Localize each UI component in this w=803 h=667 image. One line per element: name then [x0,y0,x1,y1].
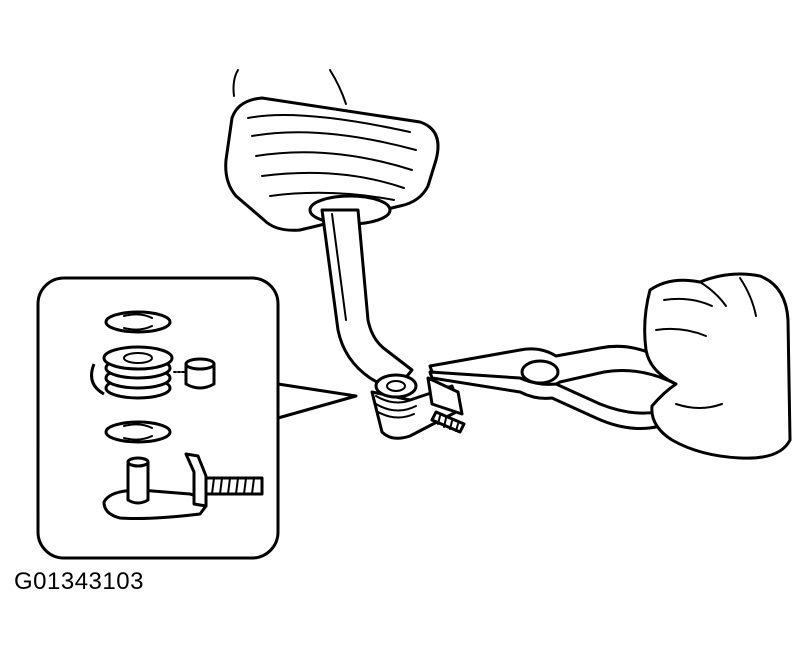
hand [643,272,792,460]
figure-code-label: G01343103 [14,568,144,595]
bushing-stack [90,345,174,400]
bracket-with-pin [102,452,264,520]
collar [184,357,216,390]
lever-end-bracket [370,373,466,440]
callout-leader [276,382,358,420]
snap-ring-bottom [104,420,172,444]
snap-ring-top [104,310,172,334]
shift-lever-boot [224,69,440,232]
snap-ring-pliers [428,344,682,430]
exploded-view-inset [36,276,280,560]
shift-lever-shaft [320,208,414,394]
